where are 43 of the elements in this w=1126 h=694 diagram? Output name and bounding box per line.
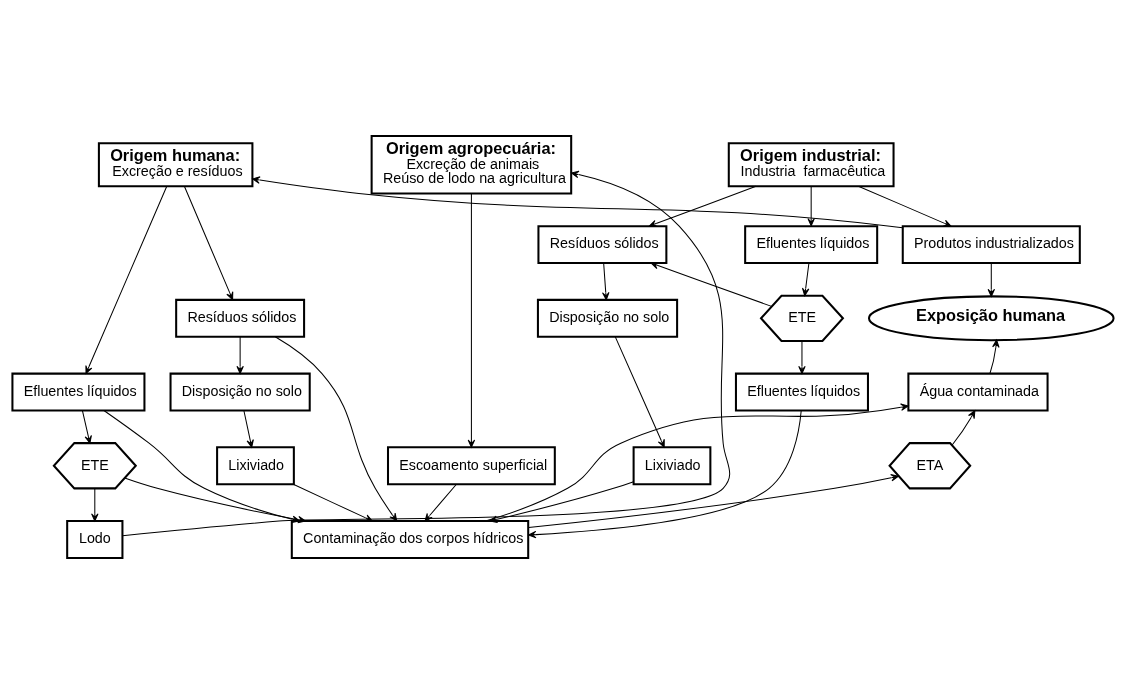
node-box: Origem industrial: Industria farmacêutica <box>727 142 895 188</box>
arrow <box>989 339 1000 374</box>
node-box: Escoamento superficial <box>386 446 556 486</box>
node-box: Efluentes líquidos <box>734 372 869 412</box>
node-box: Lixiviado <box>216 446 295 486</box>
arrow <box>91 488 99 522</box>
node-box: Disposição no solo <box>169 372 311 412</box>
arrow <box>489 481 635 523</box>
node-box: Lixiviado <box>632 446 712 486</box>
arrow <box>951 410 976 446</box>
node-box: Efluentes líquidos <box>744 225 879 264</box>
arrow <box>801 262 810 297</box>
arrow <box>81 410 92 444</box>
node-ellipse: Exposição humana <box>867 295 1115 342</box>
node-box: Efluentes líquidos <box>11 372 146 412</box>
node-box: Origem humana: Excreção e resíduos <box>97 142 254 188</box>
arrow <box>424 484 457 522</box>
node-box: Produtos industrializados <box>901 225 1081 264</box>
node-box: Resíduos sólidos <box>537 225 668 264</box>
arrow <box>528 410 802 539</box>
arrow <box>122 170 731 537</box>
arrow <box>602 262 610 301</box>
node-box: Água contaminada <box>907 372 1049 412</box>
arrow <box>798 340 806 375</box>
node-box: Origem agropecuária: Excreção de animais Reúso de lodo na agricultura <box>370 135 573 195</box>
arrow <box>987 262 995 297</box>
node-box: Contaminação dos corpos hídricos <box>290 520 530 559</box>
arrow <box>858 185 952 227</box>
arrow <box>484 403 909 522</box>
arrow <box>648 185 757 228</box>
arrow <box>85 186 168 374</box>
arrow <box>252 176 904 229</box>
arrow <box>528 474 899 529</box>
arrow <box>807 186 815 227</box>
node-box: Lodo <box>66 520 124 559</box>
node-box: Resíduos sólidos <box>175 298 306 338</box>
node-box: Disposição no solo <box>536 298 679 338</box>
arrow <box>243 410 254 448</box>
arrow <box>614 336 665 448</box>
arrow <box>467 193 476 448</box>
arrow <box>650 262 773 307</box>
arrow <box>184 186 234 301</box>
arrow <box>236 336 244 374</box>
